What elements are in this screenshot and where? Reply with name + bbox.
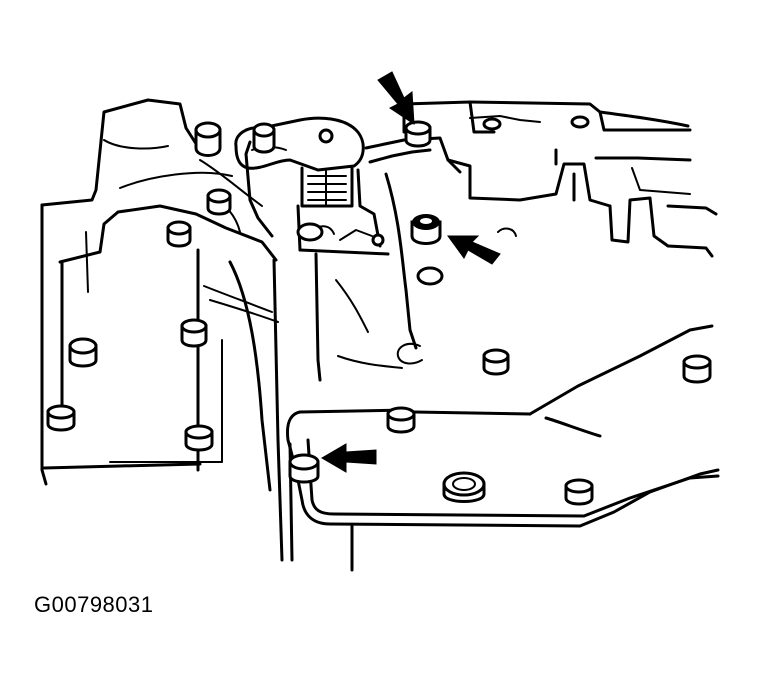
- bolt-icon: [410, 214, 442, 245]
- right-valve-body: [314, 148, 718, 416]
- bolt-icon: [166, 220, 192, 248]
- bolt-icon: [442, 471, 486, 503]
- bolt-icon: [288, 453, 320, 484]
- arrow-pointer-icon: [321, 443, 377, 473]
- bolt-icon: [682, 354, 712, 384]
- bolt-icon: [194, 121, 222, 157]
- pointer-arrows: [321, 71, 501, 473]
- bolt-icon: [296, 222, 324, 242]
- bolt-icon: [564, 478, 594, 506]
- bolt-icon: [404, 120, 432, 148]
- bolt-icon: [416, 266, 444, 286]
- bolt-icon: [318, 128, 334, 144]
- bolt-icon: [184, 424, 214, 452]
- bolt-icon: [570, 115, 590, 129]
- bolt-icon: [482, 117, 502, 131]
- lower-cover-plate: [286, 408, 720, 572]
- bolt-icon: [180, 318, 208, 348]
- bolt-icon: [206, 188, 232, 216]
- bolt-icon: [386, 406, 416, 434]
- bolt-icon: [371, 233, 385, 247]
- arrow-pointer-icon: [447, 235, 501, 265]
- bolt-icon: [396, 342, 423, 365]
- bolts: [46, 115, 712, 506]
- bolt-icon: [68, 337, 98, 368]
- figure-id-label: G00798031: [34, 592, 154, 617]
- bolt-icon: [482, 348, 510, 376]
- bolt-icon: [46, 404, 76, 432]
- bolt-icon: [252, 122, 276, 154]
- arrow-pointer-icon: [377, 71, 415, 125]
